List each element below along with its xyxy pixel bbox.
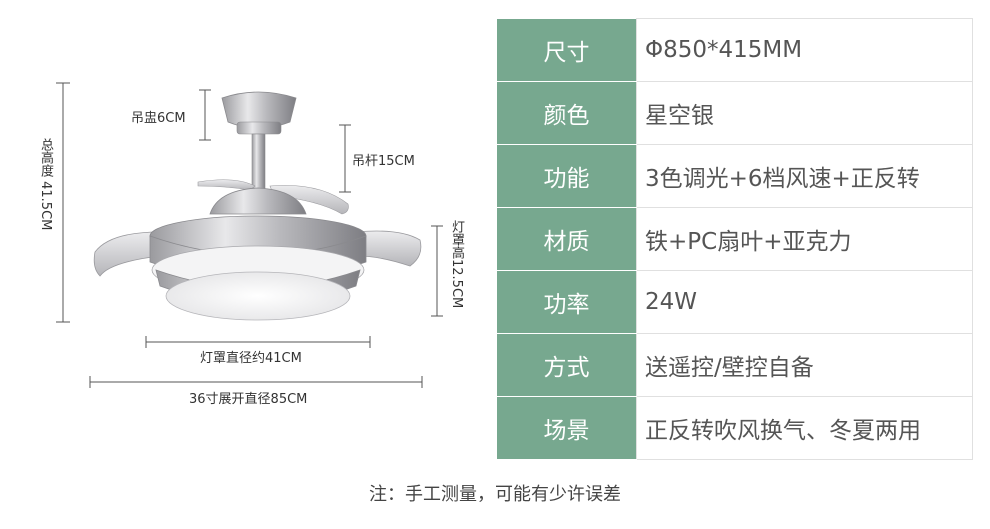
- span-dimension-label: 36寸展开直径85CM: [189, 392, 308, 407]
- total-height-dimension-label: 总高度 41.5CM: [38, 138, 53, 231]
- spec-value: 铁+PC扇叶+亚克力: [636, 207, 973, 271]
- spec-value: 正反转吹风换气、冬夏两用: [636, 396, 973, 460]
- product-diagram: 吊盅6CM 吊杆15CM 灯罩高12.5CM 总高度 41.5CM 灯罩直径约4…: [0, 0, 480, 525]
- spec-label: 功能: [497, 144, 637, 208]
- shade-diameter-dimension-label: 灯罩直径约41CM: [200, 351, 302, 366]
- table-row: 功能 3色调光+6档风速+正反转: [497, 144, 973, 208]
- spec-label: 方式: [497, 333, 637, 397]
- table-row: 场景 正反转吹风换气、冬夏两用: [497, 396, 973, 460]
- ceiling-fan-illustration: [56, 82, 443, 388]
- table-row: 颜色 星空银: [497, 81, 973, 145]
- spec-table: 尺寸 Φ850*415MM 颜色 星空银 功能 3色调光+6档风速+正反转 材质…: [497, 18, 973, 460]
- spec-value: 3色调光+6档风速+正反转: [636, 144, 973, 208]
- shade-height-dimension-label: 灯罩高12.5CM: [449, 220, 464, 309]
- spec-label: 场景: [497, 396, 637, 460]
- table-row: 功率 24W: [497, 270, 973, 334]
- rod-dimension-label: 吊杆15CM: [352, 154, 415, 169]
- spec-value: 送遥控/壁控自备: [636, 333, 973, 397]
- measurement-note: 注：手工测量，可能有少许误差: [369, 484, 621, 505]
- table-row: 方式 送遥控/壁控自备: [497, 333, 973, 397]
- spec-value: 星空银: [636, 81, 973, 145]
- spec-value: 24W: [636, 270, 973, 334]
- spec-label: 尺寸: [497, 18, 637, 82]
- spec-label: 材质: [497, 207, 637, 271]
- spec-value: Φ850*415MM: [636, 18, 973, 82]
- canopy-dimension-label: 吊盅6CM: [131, 111, 186, 126]
- table-row: 尺寸 Φ850*415MM: [497, 18, 973, 82]
- spec-label: 颜色: [497, 81, 637, 145]
- table-row: 材质 铁+PC扇叶+亚克力: [497, 207, 973, 271]
- spec-label: 功率: [497, 270, 637, 334]
